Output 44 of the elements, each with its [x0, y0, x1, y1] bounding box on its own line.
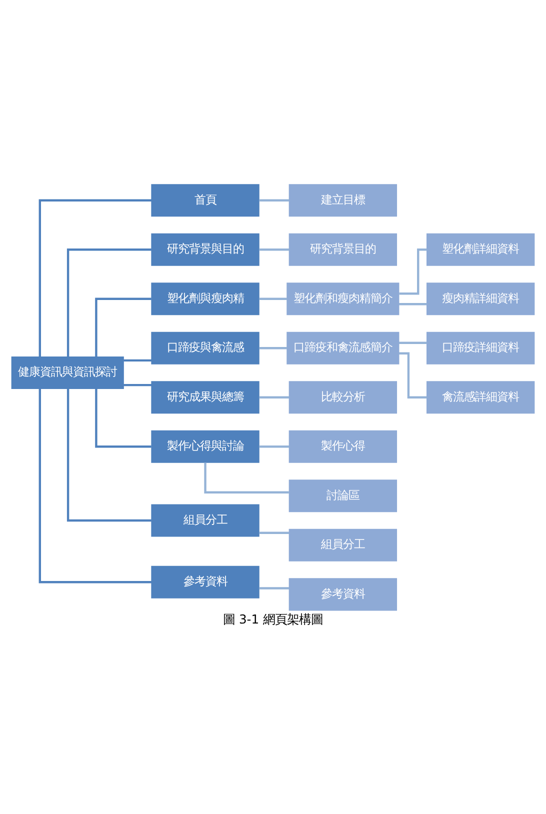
connector [124, 358, 152, 362]
node-box: 禽流感詳細資料 [426, 380, 535, 414]
connector [259, 297, 288, 300]
connector [66, 388, 152, 522]
connector [124, 383, 152, 386]
node-box: 瘦肉精詳細資料 [426, 282, 535, 315]
node-box: 研究背景目的 [288, 232, 398, 266]
connector [95, 388, 152, 448]
connector [399, 248, 427, 294]
connector [398, 302, 427, 305]
node-box: 口蹄疫與禽流感 [151, 331, 260, 364]
node-box: 塑化劑和瘦肉精簡介 [286, 282, 400, 315]
node-box: 首頁 [151, 184, 260, 216]
node-box: 製作心得與討論 [151, 430, 260, 462]
node-box: 討論區 [288, 479, 398, 512]
connector [38, 198, 152, 356]
caption: 圖 3-1 網頁架構圖 [223, 612, 323, 626]
node-box: 塑化劑與瘦肉精 [151, 282, 260, 315]
connector [259, 346, 288, 349]
connector [66, 248, 152, 356]
connector [38, 388, 152, 583]
connector [259, 396, 290, 398]
connector [259, 198, 290, 201]
node-box: 健康資訊與資訊探討 [11, 356, 124, 389]
connector [398, 341, 427, 344]
node-box: 比較分析 [288, 380, 398, 414]
node-box: 研究成果與總籌 [151, 380, 260, 414]
connector [398, 352, 427, 398]
node-box: 口蹄疫詳細資料 [426, 331, 535, 364]
node-box: 製作心得 [288, 430, 398, 462]
node-box: 組員分工 [288, 528, 398, 561]
connector [259, 531, 290, 534]
node-box: 研究背景與目的 [151, 232, 260, 266]
connector [259, 586, 290, 589]
node-box: 建立目標 [288, 184, 398, 216]
node-box: 塑化劑詳細資料 [426, 232, 535, 266]
connector [259, 248, 290, 250]
node-box: 口蹄疫和禽流感簡介 [286, 331, 400, 364]
connector [204, 462, 289, 493]
node-box: 組員分工 [151, 504, 260, 536]
connector [95, 297, 152, 356]
node-box: 參考資料 [151, 565, 260, 598]
connector [259, 445, 290, 448]
node-box: 參考資料 [288, 578, 398, 610]
